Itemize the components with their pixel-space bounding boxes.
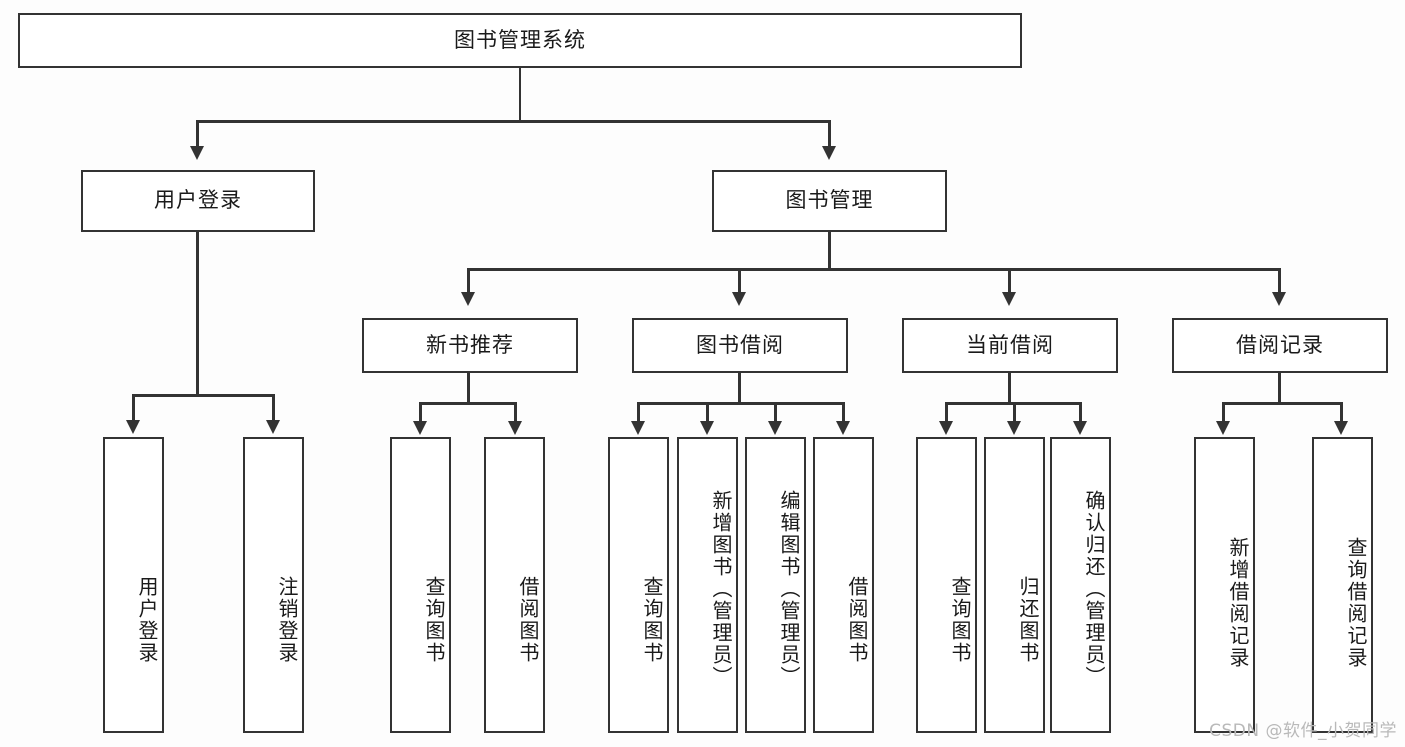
arrowhead-br-add [1216,421,1231,435]
connector-drop-nb-borrow [514,402,517,424]
connector-drop-leaf-logout [272,394,275,422]
connector-drop-borrow-record [1278,268,1281,294]
arrowhead-user-login [190,146,205,160]
leaf-nb-query-book[interactable]: 查询图书 [390,437,451,733]
node-new-book-recommend[interactable]: 新书推荐 [362,318,578,373]
leaf-cb-query-book[interactable]: 查询图书 [916,437,977,733]
node-label: 借阅记录 [1236,332,1324,357]
leaf-bb-edit-book-admin[interactable]: 编辑图书（管理员） [745,437,806,733]
arrowhead-new-book-recommend [461,292,476,306]
arrowhead-borrow-record [1272,292,1287,306]
arrowhead-bb-edit [768,421,783,435]
node-label: 图书管理系统 [454,27,586,52]
arrowhead-cb-confirm [1073,421,1088,435]
node-label: 查询图书 [640,576,664,664]
connector-drop-cb-confirm [1079,402,1082,424]
arrowhead-leaf-logout [266,420,281,434]
connector-book-management-stem [828,232,831,270]
node-label: 注销登录 [275,576,299,664]
leaf-nb-borrow-book[interactable]: 借阅图书 [484,437,545,733]
leaf-br-query-record[interactable]: 查询借阅记录 [1312,437,1373,733]
arrowhead-book-borrow [732,292,747,306]
node-label: 查询图书 [422,576,446,664]
arrowhead-bb-query [631,421,646,435]
node-book-borrow[interactable]: 图书借阅 [632,318,848,373]
arrowhead-nb-query [413,421,428,435]
node-label: 查询图书 [948,576,972,664]
connector-new-book-stem [467,373,470,404]
node-user-login[interactable]: 用户登录 [81,170,315,232]
node-label: 归还图书 [1016,576,1040,664]
node-book-management[interactable]: 图书管理 [712,170,947,232]
connector-borrow-record-stem [1278,373,1281,404]
node-label: 图书管理 [785,188,874,213]
node-label: 用户登录 [135,576,159,664]
arrowhead-leaf-user-login [126,420,141,434]
node-label: 编辑图书（管理员） [777,490,801,688]
connector-level3-bus [467,268,1280,271]
connector-drop-book-management [828,120,831,148]
node-label: 当前借阅 [966,332,1054,357]
connector-drop-current-borrow [1008,268,1011,294]
node-current-borrow[interactable]: 当前借阅 [902,318,1118,373]
connector-borrow-record-bus [1222,402,1342,405]
connector-drop-bb-borrow [842,402,845,424]
arrowhead-bb-borrow [836,421,851,435]
connector-drop-cb-query [945,402,948,424]
connector-user-login-bus [132,394,272,397]
arrowhead-bb-add [700,421,715,435]
connector-current-borrow-bus [945,402,1080,405]
leaf-bb-query-book[interactable]: 查询图书 [608,437,669,733]
connector-drop-bb-edit [774,402,777,424]
connector-drop-user-login [196,120,199,148]
connector-book-borrow-stem [738,373,741,404]
connector-new-book-bus [419,402,517,405]
leaf-cb-return-book[interactable]: 归还图书 [984,437,1045,733]
arrowhead-nb-borrow [508,421,523,435]
arrowhead-book-management [822,146,837,160]
connector-drop-bb-add [706,402,709,424]
connector-drop-new-book [467,268,470,294]
connector-drop-leaf-user-login [132,394,135,422]
connector-level2-bus [196,120,830,123]
connector-root-stem [518,68,522,120]
connector-drop-nb-query [419,402,422,424]
node-label: 图书借阅 [696,332,784,357]
connector-drop-cb-return [1013,402,1016,424]
node-label: 新增借阅记录 [1226,537,1250,669]
node-label: 查询借阅记录 [1344,537,1368,669]
node-label: 新增图书（管理员） [709,490,733,688]
arrowhead-cb-return [1007,421,1022,435]
connector-drop-book-borrow [738,268,741,294]
connector-drop-br-add [1222,402,1225,424]
arrowhead-cb-query [939,421,954,435]
node-label: 借阅图书 [516,576,540,664]
arrowhead-br-query [1334,421,1349,435]
node-label: 借阅图书 [845,576,869,664]
leaf-cb-confirm-return-admin[interactable]: 确认归还（管理员） [1050,437,1111,733]
leaf-logout[interactable]: 注销登录 [243,437,304,733]
node-borrow-record[interactable]: 借阅记录 [1172,318,1388,373]
arrowhead-current-borrow [1002,292,1017,306]
connector-drop-br-query [1340,402,1343,424]
node-label: 用户登录 [154,188,242,213]
leaf-bb-borrow-book[interactable]: 借阅图书 [813,437,874,733]
connector-book-borrow-bus [637,402,843,405]
connector-user-login-stem [196,232,199,396]
connector-current-borrow-stem [1008,373,1011,404]
leaf-bb-add-book-admin[interactable]: 新增图书（管理员） [677,437,738,733]
connector-drop-bb-query [637,402,640,424]
leaf-br-add-record[interactable]: 新增借阅记录 [1194,437,1255,733]
leaf-user-login[interactable]: 用户登录 [103,437,164,733]
node-label: 新书推荐 [426,332,514,357]
node-label: 确认归还（管理员） [1082,490,1106,688]
node-root-book-management-system[interactable]: 图书管理系统 [18,13,1022,68]
